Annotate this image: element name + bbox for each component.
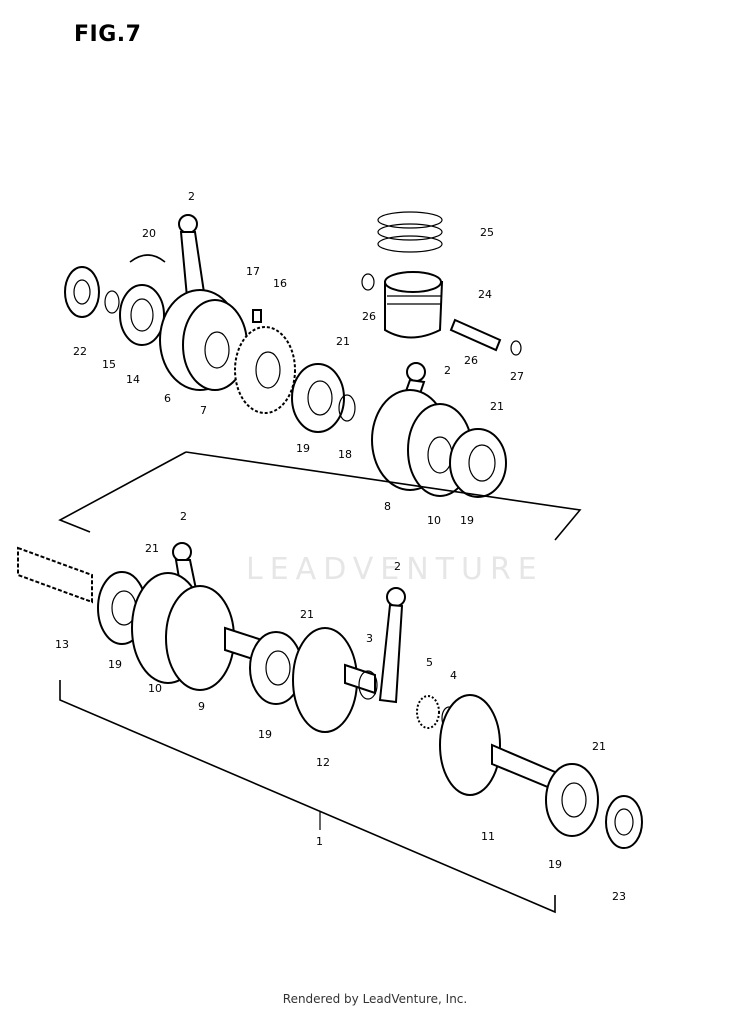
callout-7: 7 xyxy=(200,404,207,417)
callout-19: 19 xyxy=(258,728,272,741)
part-bearing-14 xyxy=(119,284,165,346)
callout-25: 25 xyxy=(480,226,494,239)
callout-12: 12 xyxy=(316,756,330,769)
part-crank-shaft-13 xyxy=(17,546,93,604)
callout-21: 21 xyxy=(592,740,606,753)
callout-1: 1 xyxy=(316,835,323,848)
part-piston-pin-26 xyxy=(449,318,502,352)
callout-22: 22 xyxy=(73,345,87,358)
part-conrod-2-lower-b xyxy=(378,587,406,704)
callout-5: 5 xyxy=(426,656,433,669)
callout-2: 2 xyxy=(180,510,187,523)
callout-8: 8 xyxy=(384,500,391,513)
part-circlip-15 xyxy=(104,290,120,314)
part-conrod-2-upper xyxy=(178,214,208,310)
part-gear-16 xyxy=(234,326,296,414)
callout-19: 19 xyxy=(296,442,310,455)
part-washer-3 xyxy=(358,670,378,700)
callout-16: 16 xyxy=(273,277,287,290)
callout-2: 2 xyxy=(394,560,401,573)
group-frame-upper xyxy=(58,451,582,541)
callout-10: 10 xyxy=(148,682,162,695)
part-circlip-18 xyxy=(338,394,356,422)
callout-26: 26 xyxy=(362,310,376,323)
part-crank-web-6-7 xyxy=(159,289,248,391)
callout-26: 26 xyxy=(464,354,478,367)
callout-23: 23 xyxy=(612,890,626,903)
callout-18: 18 xyxy=(338,448,352,461)
part-crank-web-11 xyxy=(439,694,556,796)
callout-11: 11 xyxy=(481,830,495,843)
callout-24: 24 xyxy=(478,288,492,301)
callout-19: 19 xyxy=(108,658,122,671)
callout-21: 21 xyxy=(490,400,504,413)
part-circlip-27 xyxy=(510,340,522,356)
watermark-text: LEADVENTURE xyxy=(246,552,544,587)
callout-9: 9 xyxy=(198,700,205,713)
part-crank-web-8-10 xyxy=(371,389,473,497)
callout-20: 20 xyxy=(142,227,156,240)
callout-labels: 2 20 17 16 22 15 14 6 7 21 19 18 25 24 2… xyxy=(55,190,626,903)
part-piston-rings-25 xyxy=(377,211,443,253)
callout-14: 14 xyxy=(126,373,140,386)
callout-21: 21 xyxy=(300,608,314,621)
part-key-20 xyxy=(129,254,166,263)
callout-17: 17 xyxy=(246,265,260,278)
callout-21: 21 xyxy=(145,542,159,555)
part-bearing-19-upper-b xyxy=(449,428,507,498)
callout-10: 10 xyxy=(427,514,441,527)
part-pin-17 xyxy=(252,309,262,323)
callout-4: 4 xyxy=(450,669,457,682)
callout-21: 21 xyxy=(336,335,350,348)
group-bracket-1 xyxy=(59,680,556,914)
callout-13: 13 xyxy=(55,638,69,651)
part-needle-bearing-5 xyxy=(416,695,440,729)
callout-3: 3 xyxy=(366,632,373,645)
callout-6: 6 xyxy=(164,392,171,405)
part-crank-web-12 xyxy=(292,627,376,733)
callout-2: 2 xyxy=(444,364,451,377)
part-piston-24 xyxy=(384,271,444,339)
footer-credit: Rendered by LeadVenture, Inc. xyxy=(282,992,468,1006)
part-oil-seal-22 xyxy=(64,266,100,318)
part-crank-web-10-9 xyxy=(131,572,235,691)
callout-27: 27 xyxy=(510,370,524,383)
part-bearing-19-upper-a xyxy=(291,363,345,433)
callout-19: 19 xyxy=(460,514,474,527)
callout-15: 15 xyxy=(102,358,116,371)
callout-19: 19 xyxy=(548,858,562,871)
part-circlip-26a xyxy=(361,273,375,291)
callout-2: 2 xyxy=(188,190,195,203)
part-oil-seal-23 xyxy=(605,795,643,849)
part-bearing-19-lower-c xyxy=(545,763,599,837)
figure-title: FIG.7 xyxy=(74,22,142,47)
